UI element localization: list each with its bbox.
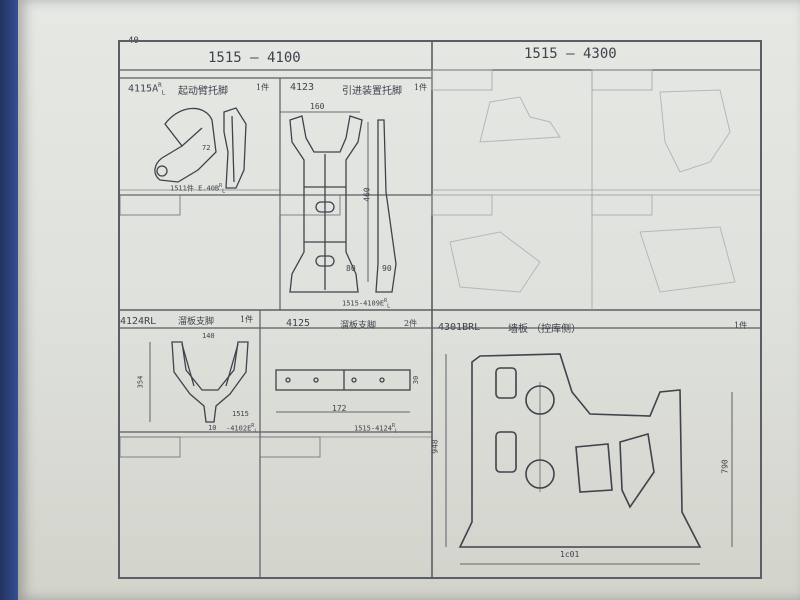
drawing-4123 [280,111,397,293]
part-code-4123: 4123 [290,82,315,93]
part-code-4124: 4124RL [120,316,157,327]
part-note-4124-a: 1515 [232,410,249,418]
section-header-left: 1515 — 4100 [208,50,301,66]
part-code-4115: 4115ARL [128,82,166,97]
part-note-4125: 1515-4124RL [354,423,398,435]
drawing-4124 [149,341,249,423]
dim-4124-bottom: 10 [208,424,217,432]
part-qty-4124: 1件 [240,315,254,324]
part-name-4115: 起动臂托脚 [178,86,228,97]
part-qty-4301: 1件 [734,321,748,330]
part-note-4115: 1511件 E.40BRL [170,183,226,195]
svg-text:72: 72 [202,144,210,152]
part-name-4123: 引进装置托脚 [342,86,402,97]
part-note-4124-b: -4102ERL [226,423,258,435]
dim-4125-height: 30 [412,375,421,385]
dim-4124-height: 354 [136,375,145,389]
dim-4123-side: 80 [346,264,356,273]
catalog-page [18,0,800,600]
part-name-4125: 溜板支脚 [340,321,377,331]
sheet-grid: 72 [120,42,760,577]
drawing-4115 [154,107,247,189]
part-code-4301: 4301BRL [438,322,481,333]
dim-4123-height: 460 [362,187,372,202]
part-name-4301: 墙板 （控库侧） [508,324,582,335]
dim-4301-inner: 790 [720,459,730,474]
dim-4301-width: 1c01 [560,550,580,559]
drawing-4301 [445,353,733,565]
dim-4123-top: 160 [310,102,325,111]
dim-4123-right: 90 [382,264,392,273]
show-through-ghost [449,89,736,293]
drawing-4125 [275,369,411,413]
part-note-4123: 1515-4109ERL [342,298,391,310]
dim-4301-height: 948 [430,439,440,454]
dim-4125-length: 172 [332,404,347,413]
part-qty-4123: 1件 [414,83,428,92]
part-name-4124: 溜板支脚 [178,317,215,327]
part-code-4125: 4125 [286,318,311,329]
section-header-right: 1515 — 4300 [524,46,617,62]
part-qty-4115: 1件 [256,83,270,92]
part-qty-4125: 2件 [404,319,418,328]
drawing-sheet: 72 [118,40,762,579]
dim-4124-top: 140 [202,332,215,340]
